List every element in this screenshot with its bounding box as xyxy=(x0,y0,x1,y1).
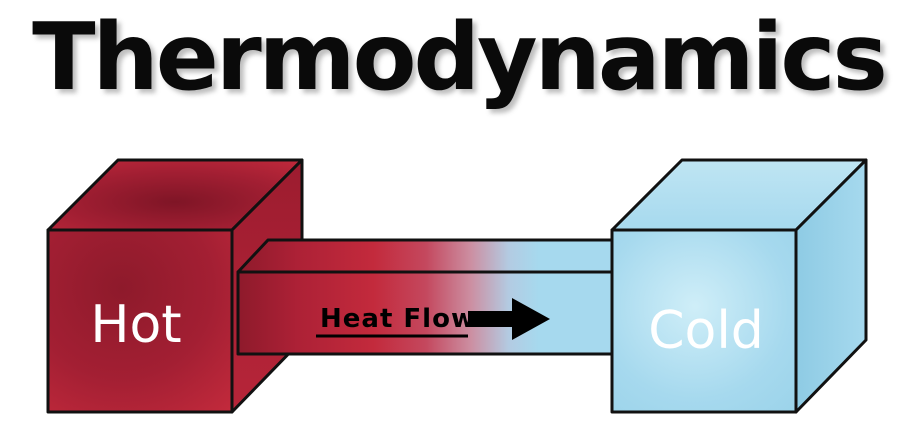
cold-cube-front-face xyxy=(610,228,798,414)
hot-cube-label: Hot xyxy=(90,295,181,355)
heat-flow-label: Heat Flow xyxy=(320,304,476,334)
right-arrow-icon xyxy=(468,298,550,340)
heat-flow-bar-top-face xyxy=(236,238,646,274)
cold-cube-label: Cold xyxy=(648,301,764,361)
page-title: Thermodynamics xyxy=(32,3,888,111)
hot-cube-front-face xyxy=(46,228,234,414)
cold-cube xyxy=(610,158,868,414)
heat-flow-annotation: Heat Flow xyxy=(316,298,550,340)
heat-flow-diagram: Heat Flow Hot Cold xyxy=(46,158,868,414)
